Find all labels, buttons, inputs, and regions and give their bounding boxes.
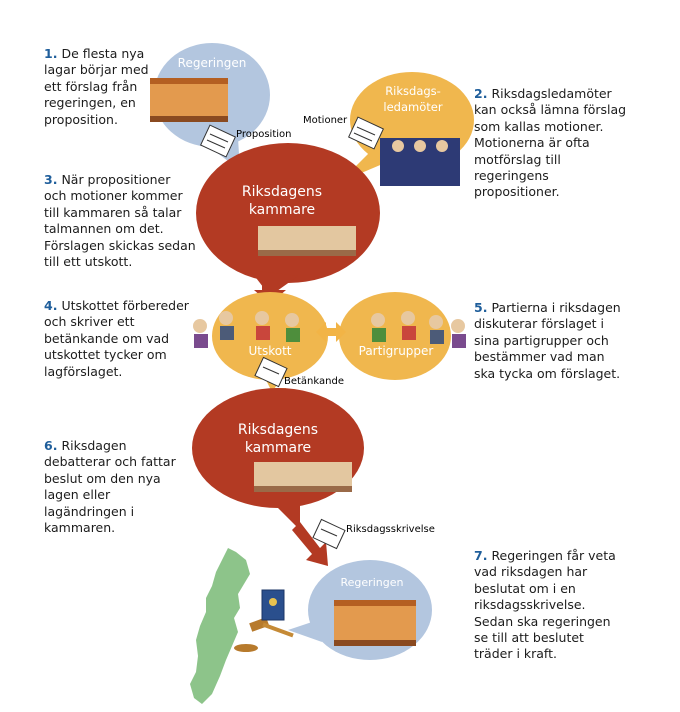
step-1-text: De flesta nya lagar börjar med ett försl… [44,46,149,127]
step-5: 5. Partierna i riksdagen diskuterar förs… [474,300,624,382]
step-4: 4. Utskottet förbereder och skriver ett … [44,298,190,380]
regeringen-top-label: Regeringen [177,56,247,70]
riksdagsskrivelse-label: Riksdagsskrivelse [346,524,435,535]
step-3: 3. När propositioner och motioner kommer… [44,172,196,270]
step-7: 7. Regeringen får veta vad riksdagen har… [474,548,624,663]
kammare-2-title-2: kammare [244,440,312,456]
gavel-icon [234,617,294,652]
step-7-number: 7. [474,548,488,563]
proposition-label: Proposition [236,129,292,140]
ledamoter-label-2: ledamöter [383,100,443,114]
party-group-people-illustration [371,311,466,348]
step-2-text: Riksdagsledamöter kan också lämna försla… [474,86,627,200]
kammare-bubble-2 [192,388,364,530]
step-1-number: 1. [44,46,58,61]
kammare-1-title-2: kammare [248,202,316,218]
law-book-icon [261,589,285,621]
double-arrow [316,322,346,342]
riksdagsskrivelse-document-icon [312,518,346,550]
parliament-building-icon-1 [258,226,356,256]
step-4-text: Utskottet förbereder och skriver ett bet… [44,298,189,379]
step-2: 2. Riksdagsledamöter kan också lämna för… [474,86,630,201]
step-6-text: Riksdagen debatterar och fattar beslut o… [44,438,176,536]
government-building-icon-bottom [334,600,416,646]
step-2-number: 2. [474,86,488,101]
parliament-building-icon-2 [254,462,352,492]
members-meeting-illustration [380,138,460,186]
ledamoter-label-1: Riksdags- [385,84,441,98]
step-5-text: Partierna i riksdagen diskuterar förslag… [474,300,621,381]
arrow-to-regeringen [292,522,328,566]
government-building-icon-top [150,78,228,122]
step-5-number: 5. [474,300,488,315]
regeringen-bottom-label: Regeringen [340,576,404,589]
partigrupper-bubble [339,292,451,380]
partigrupper-label: Partigrupper [358,344,434,358]
kammare-1-title-1: Riksdagens [241,184,323,200]
kammare-2-title-1: Riksdagens [237,422,319,438]
motioner-label: Motioner [303,115,348,126]
betankande-label: Betänkande [284,376,344,387]
kammare-bubble-1 [196,143,380,296]
proposition-document-icon [199,124,237,158]
step-7-text: Regeringen får veta vad riksdagen har be… [474,548,616,662]
step-6: 6. Riksdagen debatterar och fattar beslu… [44,438,184,536]
step-3-number: 3. [44,172,58,187]
motion-document-icon [347,116,385,150]
step-6-number: 6. [44,438,58,453]
utskott-label: Utskott [248,344,292,358]
betankande-document-icon [254,356,288,388]
step-1: 1. De flesta nya lagar börjar med ett fö… [44,46,152,128]
sweden-map [190,548,250,704]
step-3-text: När propositioner och motioner kommer ti… [44,172,196,270]
committee-people-illustration [193,311,300,348]
step-4-number: 4. [44,298,58,313]
